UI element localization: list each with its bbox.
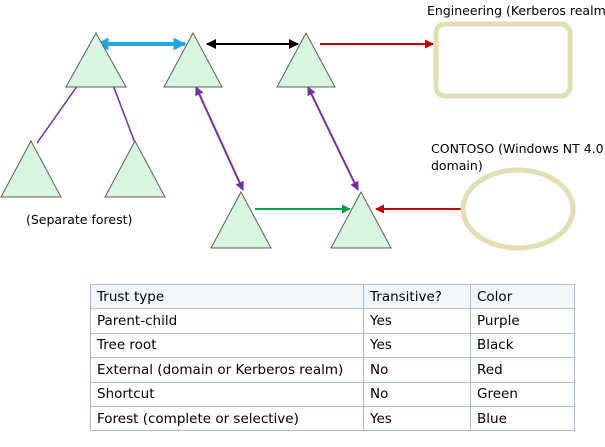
contoso-label-line2: domain): [431, 158, 483, 173]
table-header-transitive: Transitive?: [363, 283, 471, 310]
parent-child-trust-arrow-right: [307, 86, 359, 191]
color-cell: Blue: [470, 405, 575, 432]
domain-triangle-forest-root: [65, 31, 127, 88]
color-cell: Green: [470, 381, 575, 407]
parent-child-link-right: [112, 84, 136, 144]
table-row: Parent-child Yes Purple: [90, 308, 575, 334]
domain-triangle-forest-child-right: [104, 139, 166, 198]
domain-triangle-tree-root-a: [163, 31, 223, 88]
trust-type-cell: Shortcut: [90, 381, 364, 407]
color-cell: Black: [470, 332, 575, 359]
trust-type-table: Trust type Transitive? Color Parent-chil…: [90, 283, 575, 432]
separate-forest-label: (Separate forest): [26, 212, 132, 227]
transitive-cell: Yes: [363, 405, 471, 432]
engineering-realm-box: [433, 21, 573, 99]
trust-type-cell: Forest (complete or selective): [90, 405, 364, 432]
engineering-label: Engineering (Kerberos realm): [427, 3, 605, 18]
table-row: Tree root Yes Black: [90, 332, 575, 359]
trust-type-cell: Parent-child: [90, 308, 364, 334]
table-header-row: Trust type Transitive? Color: [90, 283, 575, 310]
transitive-cell: Yes: [363, 308, 471, 334]
contoso-domain-ellipse: [460, 167, 576, 251]
transitive-cell: No: [363, 357, 471, 383]
table-header-trust-type: Trust type: [90, 283, 364, 310]
trust-type-cell: Tree root: [90, 332, 364, 359]
table-row: External (domain or Kerberos realm) No R…: [90, 357, 575, 383]
domain-triangle-child-a: [210, 190, 272, 249]
trust-type-cell: External (domain or Kerberos realm): [90, 357, 364, 383]
parent-child-trust-arrow-left: [195, 86, 244, 191]
domain-triangle-child-b: [330, 190, 392, 249]
table-header-color: Color: [470, 283, 575, 310]
table-row: Shortcut No Green: [90, 381, 575, 407]
color-cell: Purple: [470, 308, 575, 334]
transitive-cell: No: [363, 381, 471, 407]
transitive-cell: Yes: [363, 332, 471, 359]
table-row: Forest (complete or selective) Yes Blue: [90, 405, 575, 432]
contoso-label-line1: CONTOSO (Windows NT 4.0: [431, 141, 604, 156]
color-cell: Red: [470, 357, 575, 383]
domain-triangle-forest-child-left: [0, 139, 62, 198]
domain-triangle-tree-root-b: [276, 31, 336, 88]
parent-child-link-left: [36, 84, 79, 144]
